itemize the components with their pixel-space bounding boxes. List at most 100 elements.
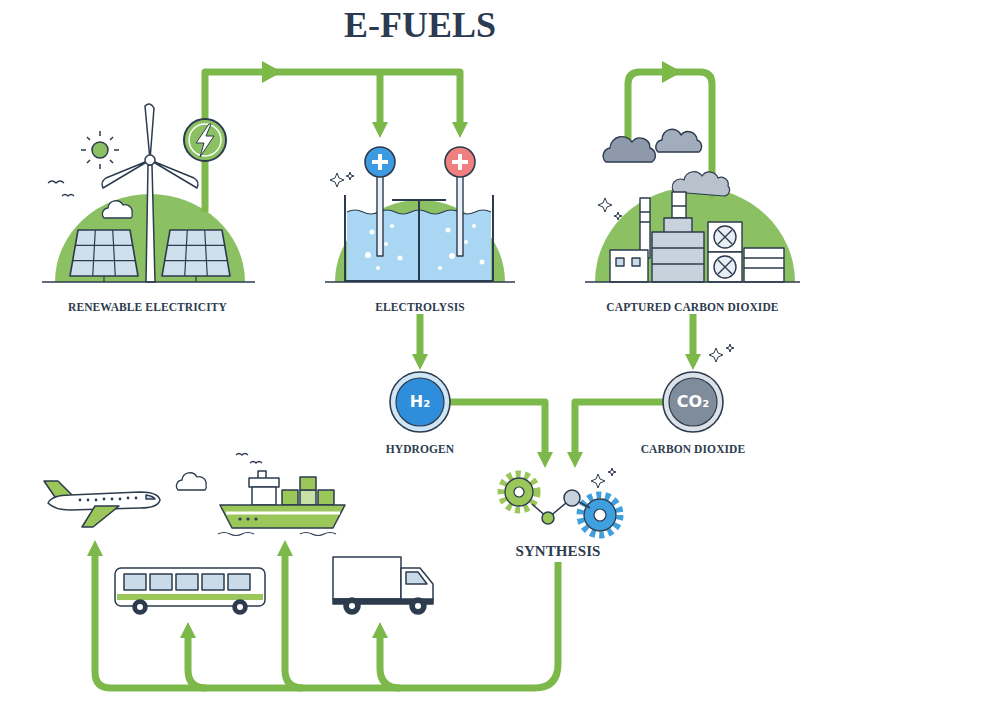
airplane-illustration [87, 499, 90, 502]
factory-building [672, 206, 686, 218]
factory-building [610, 192, 704, 282]
gear-symbol [580, 495, 620, 535]
sparkle-symbol [614, 212, 622, 220]
airplane-illustration [135, 497, 138, 500]
gas-bubble [464, 240, 468, 244]
capture-loop-arrow [662, 61, 682, 83]
label-group: SYNTHESIS [448, 542, 668, 560]
gear-symbol [594, 509, 606, 521]
chemical-formula: H₂ [390, 390, 450, 414]
fuel-distribution-arrow [95, 556, 558, 688]
fuel-distribution-arrow [95, 556, 400, 688]
wind-turbine [146, 165, 155, 282]
wind-turbine [102, 160, 150, 188]
airplane-illustration [146, 495, 155, 499]
sparkle-symbol [598, 198, 612, 212]
stage-panel: CAPTURED CARBON DIOXIDE [585, 62, 800, 314]
bus-illustration [137, 604, 143, 610]
ship-illustration [238, 517, 241, 520]
cloud-symbol [176, 473, 206, 490]
wind-turbine [150, 160, 198, 188]
molecule-symbol [532, 490, 590, 524]
bird-symbol [48, 181, 74, 196]
truck-illustration [410, 598, 426, 614]
ship-illustration [252, 487, 276, 505]
bus-illustration [150, 574, 172, 590]
solar-panel [73, 230, 136, 282]
molecule-symbol [564, 490, 580, 506]
ground-line [585, 281, 800, 283]
airplane-illustration [79, 499, 82, 502]
electrolysis-tank [345, 195, 493, 281]
flow-arrow [690, 314, 697, 354]
gas-bubble [449, 253, 455, 259]
ship-illustration [300, 477, 316, 490]
bus-illustration [228, 574, 250, 590]
green-hill [335, 200, 505, 282]
carbon-capture-illustration [585, 61, 800, 362]
membrane [392, 200, 446, 281]
sparkle-symbol [598, 198, 734, 362]
ship-illustration [249, 478, 279, 487]
stage-label: CAPTURED CARBON DIOXIDE [545, 300, 840, 314]
truck-illustration [344, 598, 360, 614]
bus-illustration [237, 604, 243, 610]
sparkle-symbol [591, 468, 616, 488]
molecule-symbol [532, 498, 590, 518]
wind-turbine [145, 104, 154, 160]
ship-illustration [220, 505, 345, 528]
cathode-symbol [365, 147, 395, 177]
bird-symbol [236, 454, 262, 464]
solar-panel [162, 230, 230, 276]
cloud-symbol [102, 201, 132, 218]
airplane-illustration [95, 499, 98, 502]
anode-symbol [445, 147, 475, 177]
solar-panel [70, 230, 138, 276]
power-symbol [196, 124, 214, 157]
cathode-symbol [365, 147, 395, 177]
ship-illustration [226, 512, 340, 515]
stage-label: ELECTROLYSIS [285, 300, 555, 314]
sun-symbol [81, 131, 119, 169]
truck-illustration [333, 557, 433, 614]
flow-arrow [205, 72, 460, 122]
capture-loop-arrow [628, 72, 712, 184]
truck-illustration [333, 557, 401, 599]
power-symbol [184, 119, 226, 161]
factory-building [610, 250, 648, 282]
airplane-illustration [103, 498, 106, 501]
gear-symbol [580, 495, 620, 535]
solar-panel [165, 230, 228, 282]
label-group: ELECTROLYSIS [285, 300, 555, 314]
gas-bubble [376, 266, 380, 270]
gas-bubble [365, 252, 371, 258]
ship-illustration [282, 490, 298, 505]
ship-illustration [300, 490, 316, 505]
bus-illustration [202, 574, 224, 590]
truck-illustration [401, 568, 433, 600]
bus-illustration [124, 574, 250, 590]
ground-line [325, 281, 515, 283]
cathode-symbol [372, 154, 388, 170]
sparkle-symbol [330, 173, 344, 187]
bus-illustration [133, 600, 147, 614]
label-group: RENEWABLE ELECTRICITY [0, 300, 295, 314]
airplane-illustration [127, 497, 130, 500]
ship-illustration [254, 517, 257, 520]
airplane-illustration [44, 481, 160, 527]
truck-illustration [415, 603, 421, 609]
factory-building [632, 258, 640, 266]
factory-building [640, 198, 650, 258]
sun-symbol [92, 142, 108, 158]
ship-illustration [218, 533, 336, 536]
sun-symbol [81, 131, 119, 169]
ground-line [42, 281, 255, 283]
synthesis-illustration [501, 468, 620, 535]
molecule-circle: H₂HYDROGEN [390, 370, 450, 456]
bus-illustration [176, 574, 198, 590]
ship-illustration [238, 517, 257, 520]
power-symbol [184, 119, 226, 161]
factory-building [640, 212, 650, 222]
molecule-symbol [542, 512, 554, 524]
label-group: CAPTURED CARBON DIOXIDE [545, 300, 840, 314]
